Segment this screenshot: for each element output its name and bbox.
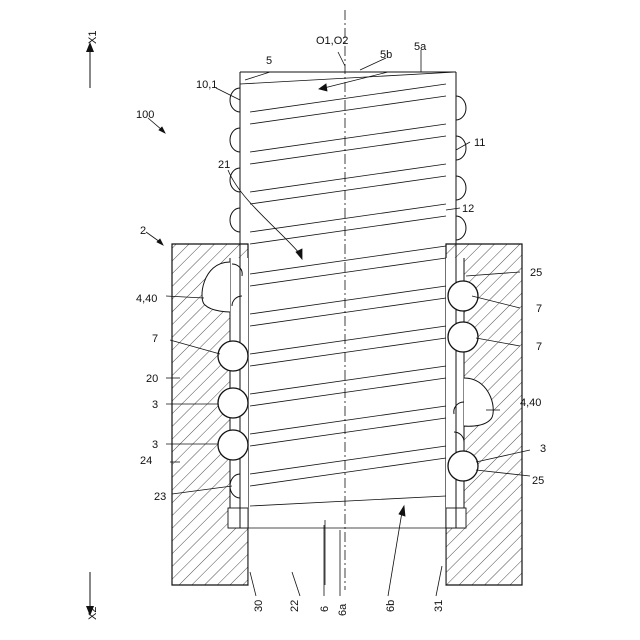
label-5a: 5a xyxy=(414,41,427,53)
screw-shaft xyxy=(230,72,466,585)
label-4-40-right: 4,40 xyxy=(520,397,541,409)
label-3-left-1: 3 xyxy=(152,399,158,411)
label-31: 31 xyxy=(433,600,445,612)
label-4-40-left: 4,40 xyxy=(136,293,157,305)
ball-right-2 xyxy=(448,322,478,352)
label-25-bottom: 25 xyxy=(532,475,544,487)
ball-left-2 xyxy=(218,388,248,418)
label-6b: 6b xyxy=(385,600,397,612)
label-23: 23 xyxy=(154,491,166,503)
label-20: 20 xyxy=(146,373,158,385)
label-5: 5 xyxy=(266,55,272,67)
label-10-1: 10,1 xyxy=(196,79,217,91)
label-7-left: 7 xyxy=(152,333,158,345)
ball-left-1 xyxy=(218,341,248,371)
label-30: 30 xyxy=(253,600,265,612)
label-12: 12 xyxy=(462,203,474,215)
ball-left-3 xyxy=(218,430,248,460)
label-axis: O1,O2 xyxy=(316,35,348,47)
label-5b: 5b xyxy=(380,49,392,61)
label-7-top-right: 7 xyxy=(536,303,542,315)
label-3-left-2: 3 xyxy=(152,439,158,451)
ball-right-3 xyxy=(448,451,478,481)
label-24: 24 xyxy=(140,455,152,467)
label-x2: X2 xyxy=(87,607,99,620)
label-2: 2 xyxy=(140,225,146,237)
direction-arrows xyxy=(86,42,94,616)
label-x1: X1 xyxy=(87,31,99,44)
label-11: 11 xyxy=(474,137,485,149)
label-100: 100 xyxy=(136,109,154,121)
label-25-top: 25 xyxy=(530,267,542,279)
label-21: 21 xyxy=(218,159,230,171)
label-22: 22 xyxy=(289,600,301,612)
label-6: 6 xyxy=(319,606,331,612)
label-7-mid-right: 7 xyxy=(536,341,542,353)
balls xyxy=(218,264,478,481)
label-3-right: 3 xyxy=(540,443,546,455)
label-6a: 6a xyxy=(337,603,349,616)
